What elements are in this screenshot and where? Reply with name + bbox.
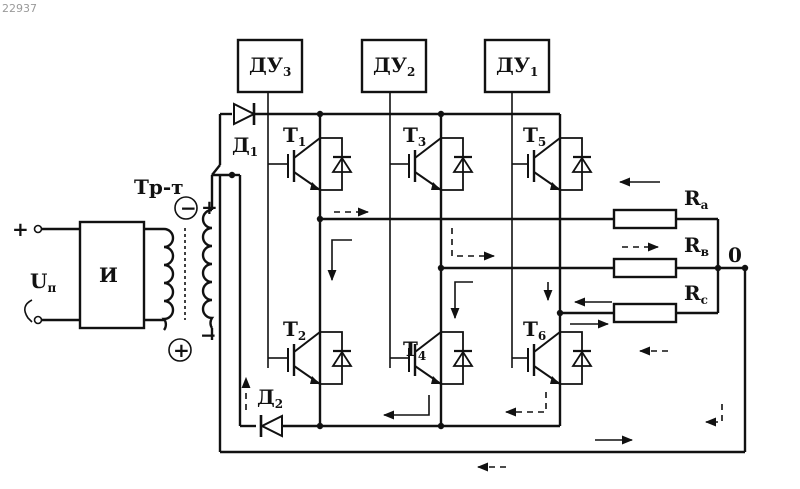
diode-d1-label: Д1 [232, 133, 258, 159]
transistor-t2: Т2 [268, 317, 351, 394]
transistor-t6: Т6 [512, 317, 591, 394]
transformer-label: Тр-т [134, 175, 184, 199]
transistor-t3: Т3 [390, 123, 472, 200]
minus-terminal [35, 317, 42, 324]
transformer: Тр-т − + + − [134, 175, 218, 362]
minus-terminal-mark [25, 300, 32, 322]
svg-text:Rв: Rв [684, 233, 709, 259]
supply-voltage-label: Uп [30, 269, 56, 295]
power-supply-input: + Uп [12, 217, 80, 324]
svg-text:ДУ2: ДУ2 [373, 53, 415, 79]
transistor-t5: Т5 [512, 123, 591, 200]
polarity-minus-bottom: − [200, 323, 217, 347]
transistor-t2-label: Т2 [283, 317, 306, 343]
transistor-t1: Т1 [268, 123, 351, 200]
inverter-label: И [99, 263, 118, 287]
polarity-minus-top: − [180, 196, 197, 220]
polarity-plus-top: + [201, 195, 218, 219]
control-unit-du2: ДУ2 [362, 40, 426, 368]
neutral-point-label: 0 [728, 243, 742, 267]
transistor-t3-label: Т3 [403, 123, 426, 149]
polarity-plus-bottom: + [173, 338, 190, 362]
transistor-t4-label: Т4 [403, 337, 426, 363]
primary-winding [164, 229, 173, 330]
diode-d1: Д1 [232, 103, 560, 159]
secondary-winding [203, 210, 212, 328]
svg-text:Rc: Rc [684, 281, 708, 307]
control-unit-du1: ДУ1 [485, 40, 549, 368]
transistor-t5-label: Т5 [523, 123, 546, 149]
transistor-t1-label: Т1 [283, 123, 306, 149]
svg-text:ДУ3: ДУ3 [249, 53, 291, 79]
plus-terminal-label: + [12, 217, 29, 241]
watermark-text: 22937 [2, 2, 37, 15]
plus-terminal [35, 226, 42, 233]
resistor-ra: Ra [614, 186, 709, 228]
svg-text:ДУ1: ДУ1 [496, 53, 538, 79]
transistor-t6-label: Т6 [523, 317, 546, 343]
resistor-rv: Rв [614, 233, 709, 277]
svg-text:Ra: Ra [684, 186, 709, 212]
resistor-rc: Rc [614, 281, 708, 322]
diode-d2-label: Д2 [257, 385, 283, 411]
transistor-t4: Т4 [390, 322, 472, 394]
diode-d2: Д2 [257, 385, 560, 437]
